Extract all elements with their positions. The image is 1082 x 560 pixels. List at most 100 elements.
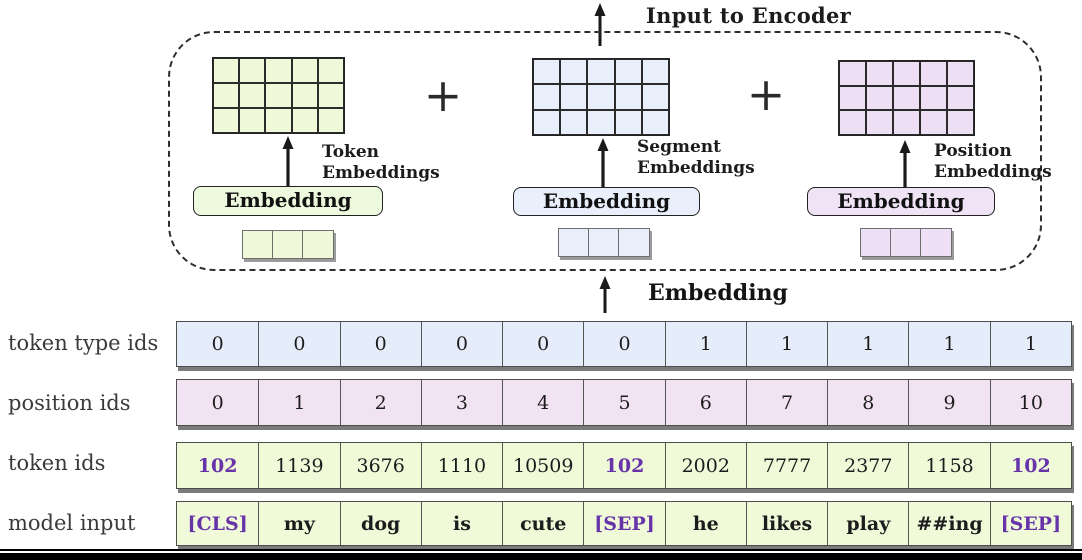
matrix-cell <box>533 59 561 85</box>
matrix-cell <box>947 110 974 135</box>
segment-embedding-layer-box: Embedding <box>513 187 700 216</box>
matrix-cell <box>921 229 951 256</box>
embedding-sum-container <box>168 31 1042 271</box>
segment-embeddings-label: Segment Embeddings <box>637 137 755 179</box>
cell-position-ids-10: 10 <box>989 380 1071 425</box>
cell-token-ids-5: 102 <box>583 443 664 488</box>
matrix-cell <box>839 110 866 135</box>
matrix-cell <box>641 59 669 85</box>
matrix-cell <box>265 83 292 108</box>
cell-token-type-ids-4: 0 <box>502 322 583 366</box>
matrix-cell <box>291 58 318 83</box>
token-embeddings-matrix <box>212 57 345 134</box>
cell-token-ids-7: 7777 <box>745 443 827 488</box>
plus-sign-1: + <box>423 68 463 122</box>
cell-token-ids-1: 1139 <box>258 443 339 488</box>
cell-position-ids-7: 7 <box>745 380 827 425</box>
cell-model-input-5: [SEP] <box>583 502 664 545</box>
matrix-cell <box>947 61 974 86</box>
cell-token-ids-10: 102 <box>989 443 1071 488</box>
matrix-cell <box>213 58 240 83</box>
matrix-cell <box>317 108 344 133</box>
row-label-position-ids: position ids <box>8 391 131 415</box>
matrix-cell <box>317 58 344 83</box>
segment-embeddings-matrix <box>532 58 670 136</box>
cell-model-input-4: cute <box>502 502 583 545</box>
matrix-cell <box>920 110 947 135</box>
cell-token-type-ids-9: 1 <box>908 322 989 366</box>
cell-model-input-10: [SEP] <box>989 502 1071 545</box>
matrix-cell <box>614 109 642 135</box>
embedding-step-label: Embedding <box>648 280 788 306</box>
position-ids-strip <box>860 228 952 257</box>
matrix-cell <box>891 229 921 256</box>
matrix-cell <box>587 59 615 85</box>
cell-position-ids-0: 0 <box>211 391 224 414</box>
matrix-cell <box>559 229 589 256</box>
cell-token-ids-2: 3676 <box>339 443 421 488</box>
matrix-cell <box>243 231 273 258</box>
matrix-cell <box>291 108 318 133</box>
cell-token-type-ids-7: 1 <box>745 322 827 366</box>
matrix-cell <box>866 110 893 135</box>
cell-position-ids-5: 5 <box>583 380 664 425</box>
matrix-cell <box>239 108 266 133</box>
matrix-cell <box>239 83 266 108</box>
matrix-cell <box>587 84 615 110</box>
cell-position-ids-6: 6 <box>664 380 746 425</box>
cell-position-ids-3: 3 <box>420 380 502 425</box>
cell-token-ids-9: 1158 <box>908 443 989 488</box>
cell-token-type-ids-6: 1 <box>664 322 746 366</box>
matrix-cell <box>619 229 649 256</box>
plus-sign-2: + <box>746 67 786 121</box>
cell-model-input-2: dog <box>339 502 421 545</box>
matrix-cell <box>533 109 561 135</box>
position-embeddings-label-line1: Position <box>934 141 1012 161</box>
cell-token-type-ids-0: 0 <box>211 333 224 355</box>
token-embeddings-label-line1: Token <box>322 142 379 162</box>
cell-token-type-ids-1: 0 <box>258 322 339 366</box>
cell-token-ids-6: 2002 <box>664 443 746 488</box>
cell-token-ids-4: 10509 <box>502 443 583 488</box>
matrix-cell <box>265 108 292 133</box>
row-label-token-type-ids: token type ids <box>8 331 159 355</box>
cell-position-ids-8: 8 <box>827 380 908 425</box>
matrix-cell <box>866 85 893 111</box>
matrix-cell <box>533 84 561 110</box>
matrix-cell <box>560 59 588 85</box>
matrix-cell <box>893 85 920 111</box>
figure-title: Input to Encoder <box>646 3 852 28</box>
matrix-cell <box>614 84 642 110</box>
matrix-cell <box>291 83 318 108</box>
cell-position-ids-4: 4 <box>502 380 583 425</box>
matrix-cell <box>947 85 974 111</box>
matrix-cell <box>866 61 893 86</box>
matrix-cell <box>920 61 947 86</box>
cell-token-type-ids-2: 0 <box>339 322 421 366</box>
matrix-cell <box>641 84 669 110</box>
cell-model-input-3: is <box>420 502 502 545</box>
matrix-cell <box>213 108 240 133</box>
matrix-cell <box>303 231 333 258</box>
matrix-cell <box>265 58 292 83</box>
cell-token-type-ids-5: 0 <box>583 322 664 366</box>
cell-position-ids-2: 2 <box>339 380 421 425</box>
token-embeddings-label-line2: Embeddings <box>322 163 440 183</box>
matrix-cell <box>587 109 615 135</box>
matrix-cell <box>893 110 920 135</box>
segment-embeddings-label-line1: Segment <box>637 137 721 157</box>
cell-token-type-ids-3: 0 <box>420 322 502 366</box>
position-embeddings-matrix <box>838 60 975 136</box>
matrix-cell <box>317 83 344 108</box>
bottom-frame-bar <box>0 553 1082 560</box>
matrix-cell <box>839 85 866 111</box>
matrix-cell <box>614 59 642 85</box>
matrix-cell <box>589 229 619 256</box>
cell-model-input-1: my <box>258 502 339 545</box>
token-ids-strip <box>242 230 334 259</box>
